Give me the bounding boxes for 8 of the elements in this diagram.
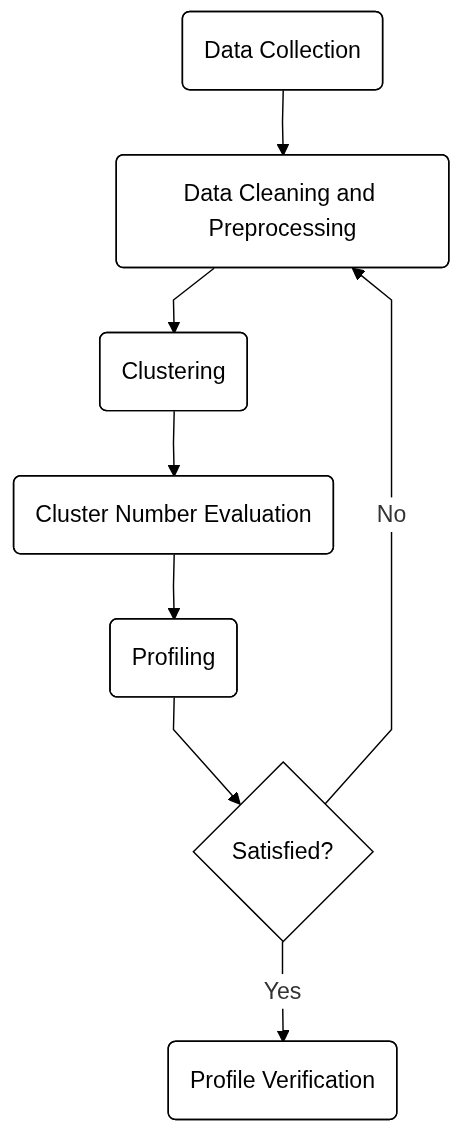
arrow	[172, 696, 241, 805]
arrow	[323, 267, 393, 805]
arrow	[167, 267, 215, 334]
node-diamond: Satisfied?	[192, 760, 374, 943]
arrow	[276, 89, 290, 156]
edge-label: Yes	[263, 978, 302, 1004]
arrow	[167, 410, 181, 477]
edge-label: No	[376, 501, 407, 527]
